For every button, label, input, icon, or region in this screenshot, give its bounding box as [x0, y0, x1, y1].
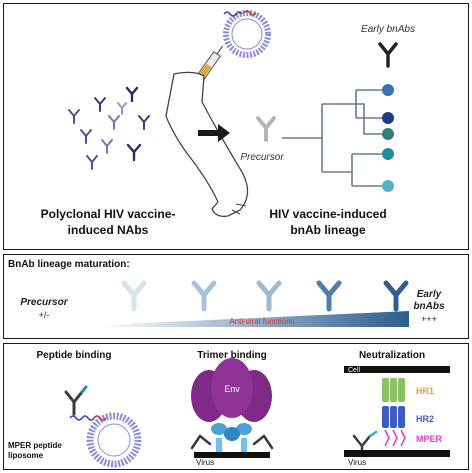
- function-panel: Peptide binding MPER peptide liposome Tr…: [3, 343, 469, 470]
- cell-label: Cell: [348, 367, 361, 374]
- arm-shape: [165, 71, 249, 217]
- mper-region-icon: [384, 429, 406, 447]
- mper-caption-line1: MPER peptide: [8, 441, 62, 450]
- vaccine-panel: Precursor: [3, 3, 469, 250]
- lineage-tree: [282, 89, 384, 187]
- antibody-stage-3: [256, 280, 282, 312]
- function-panel-art: Peptide binding MPER peptide liposome Tr…: [8, 350, 450, 468]
- liposome-icon: [69, 412, 142, 468]
- peptide-binding-title: Peptide binding: [37, 350, 112, 361]
- hr1-label: HR1: [416, 386, 434, 396]
- lineage-leaves: [382, 84, 394, 192]
- antibody-stage-1: [121, 280, 147, 312]
- gp41-hr2-icon: [382, 406, 405, 428]
- neutralization-virus-bar: [344, 450, 450, 457]
- maturation-title: BnAb lineage maturation:: [8, 259, 130, 270]
- early-bnab-antibody-icon: [378, 42, 398, 68]
- neutralization-title: Neutralization: [359, 350, 425, 361]
- maturation-panel: BnAb lineage maturation: Precursor +/- E…: [3, 254, 469, 339]
- early-right-sub: +++: [421, 314, 437, 324]
- early-right-label-line2: bnAbs: [413, 301, 445, 312]
- trimer-virus-label: Virus: [196, 458, 214, 467]
- mper-caption-line2: liposome: [8, 451, 44, 460]
- polyclonal-antibodies: [68, 86, 150, 170]
- bound-antibody-icon: [64, 385, 88, 416]
- anti-viral-gradient-bar: [99, 311, 409, 327]
- antibody-stage-5: [383, 280, 409, 312]
- mper-label: MPER: [416, 434, 443, 444]
- precursor-label: Precursor: [240, 152, 284, 163]
- trimer-antibodies: [190, 434, 274, 450]
- right-caption-line1: HIV vaccine-induced: [269, 207, 386, 221]
- precursor-left-sub: +/-: [39, 310, 50, 320]
- neutralization-virus-label: Virus: [348, 458, 366, 467]
- precursor-left-label: Precursor: [20, 297, 68, 308]
- anti-viral-label: Anti-viral functions: [229, 317, 294, 326]
- left-caption-line2: induced NAbs: [68, 223, 149, 237]
- hr2-label: HR2: [416, 414, 434, 424]
- maturation-panel-art: BnAb lineage maturation: Precursor +/- E…: [8, 259, 445, 327]
- virus-membrane-bar: [194, 452, 270, 458]
- env-trimer-icon: [191, 358, 272, 452]
- gp41-hr1-icon: [382, 378, 405, 402]
- antibody-stage-2: [191, 280, 217, 312]
- vaccine-panel-art: Precursor: [41, 10, 415, 237]
- early-bnabs-label: Early bnAbs: [361, 24, 415, 35]
- right-arrow-icon: [198, 124, 230, 142]
- left-caption-line1: Polyclonal HIV vaccine-: [41, 207, 176, 221]
- trimer-binding-title: Trimer binding: [197, 350, 266, 361]
- env-label: Env: [224, 384, 240, 394]
- early-right-label-line1: Early: [417, 289, 442, 300]
- precursor-antibody-icon: [256, 116, 276, 142]
- antibody-stage-4: [316, 280, 342, 312]
- maturation-antibodies: [121, 280, 409, 312]
- right-caption-line2: bnAb lineage: [290, 223, 366, 237]
- cell-membrane-bar: [344, 366, 450, 373]
- liposome-top-icon: [223, 10, 271, 58]
